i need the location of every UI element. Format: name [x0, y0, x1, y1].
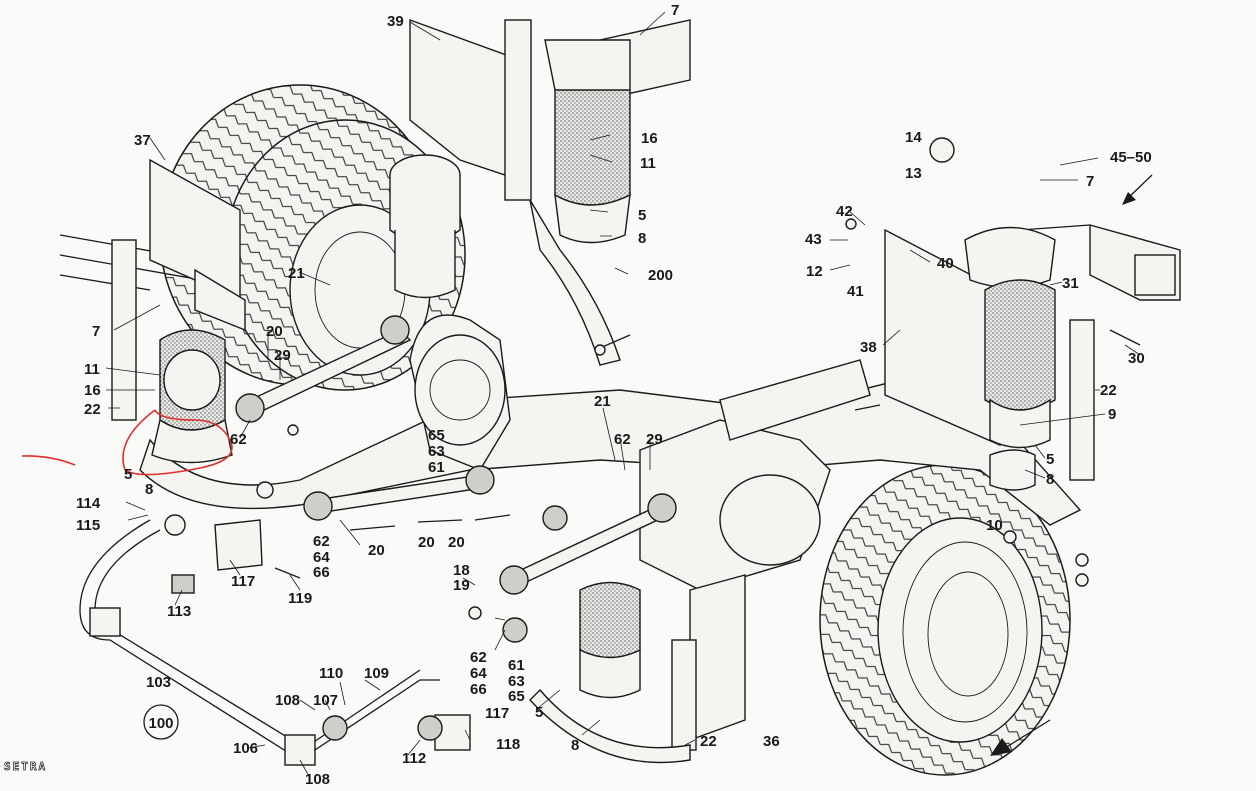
part-label: 61 [428, 459, 445, 476]
part-label: 5 [1046, 451, 1054, 468]
part-label: 22 [1100, 382, 1117, 399]
part-label: 20 [448, 534, 465, 551]
rear-right-air-spring [409, 19, 631, 366]
part-label: 41 [847, 283, 864, 300]
part-label: 43 [805, 231, 822, 248]
part-label: 16 [641, 130, 658, 147]
rear-left-air-spring [111, 158, 246, 464]
part-label: 64 [470, 665, 487, 682]
part-label: 21 [288, 265, 305, 282]
part-label: 115 [76, 517, 100, 534]
part-label: 63 [428, 443, 445, 460]
part-label: 62 [614, 431, 631, 448]
part-label: 114 [76, 495, 101, 512]
part-label: 11 [84, 361, 100, 378]
part-label: 65 [428, 427, 445, 444]
part-label: 11 [640, 155, 656, 172]
part-label: 39 [387, 13, 404, 30]
part-labels: 39 7 16 11 5 8 200 37 21 7 11 16 22 20 2… [76, 2, 1152, 788]
part-label: 118 [496, 736, 520, 753]
red-annotation [21, 409, 233, 476]
part-label: 20 [368, 542, 385, 559]
part-label: 38 [860, 339, 877, 356]
part-label: 16 [84, 382, 101, 399]
part-label: 107 [313, 692, 338, 709]
part-label: 21 [594, 393, 611, 410]
part-label: 30 [1128, 350, 1145, 367]
part-label: 64 [313, 549, 330, 566]
part-label: 19 [453, 577, 470, 594]
page-reference-number: 100 [148, 715, 173, 732]
hardware-fasteners [256, 137, 1141, 620]
brake-chamber [389, 154, 461, 299]
logo-text: SETRA [4, 760, 47, 773]
part-label: 42 [836, 203, 853, 220]
part-label: 7 [671, 2, 679, 19]
part-label: 109 [364, 665, 389, 682]
page-reference-badge: 100 [143, 704, 179, 740]
leader-lines [105, 11, 1141, 779]
part-label: 103 [146, 674, 171, 691]
part-label: 8 [1046, 471, 1054, 488]
part-label: 5 [638, 207, 646, 224]
part-label: 18 [453, 562, 470, 579]
part-label: 106 [233, 740, 258, 757]
part-label: 8 [145, 481, 153, 498]
part-label: 20 [418, 534, 435, 551]
axle-assembly [139, 314, 1082, 591]
part-label: 22 [700, 733, 717, 750]
front-left-air-spring [529, 574, 746, 764]
direction-arrows [990, 174, 1153, 756]
part-label: 66 [470, 681, 487, 698]
part-label: 22 [84, 401, 101, 418]
part-label: 9 [1108, 406, 1116, 423]
part-label: 117 [485, 705, 509, 722]
part-label: 62 [230, 431, 247, 448]
part-label: 40 [937, 255, 954, 272]
part-label: 200 [648, 267, 673, 284]
part-label: 66 [313, 564, 330, 581]
part-label: 63 [508, 673, 525, 690]
manufacturer-logo: SETRA [4, 760, 47, 774]
part-label: 112 [402, 750, 426, 767]
part-label: 108 [275, 692, 300, 709]
part-label: 12 [806, 263, 823, 280]
part-label: 110 [319, 665, 343, 682]
part-label: 36 [763, 733, 780, 750]
part-label: 119 [288, 590, 312, 607]
part-label: 5 [535, 704, 543, 721]
part-label: 65 [508, 688, 525, 705]
part-label: 7 [92, 323, 100, 340]
part-label: 37 [134, 132, 151, 149]
part-label: 5 [124, 466, 132, 483]
part-label: 7 [1086, 173, 1094, 190]
part-label: 113 [167, 603, 191, 620]
torque-rods [235, 315, 677, 643]
part-label: 62 [313, 533, 330, 550]
part-label: 8 [638, 230, 646, 247]
anti-roll-bar [79, 514, 471, 766]
front-right-air-spring [884, 226, 1095, 491]
part-label: 62 [470, 649, 487, 666]
part-label: 108 [305, 771, 330, 788]
part-label: 29 [646, 431, 663, 448]
part-label: 13 [905, 165, 922, 182]
part-label: 14 [905, 129, 922, 146]
part-label: 31 [1062, 275, 1079, 292]
part-label: 117 [231, 573, 255, 590]
part-label: 20 [266, 323, 283, 340]
part-label: 61 [508, 657, 525, 674]
part-label: 29 [274, 347, 291, 364]
part-label: 8 [571, 737, 579, 754]
part-label: 45–50 [1110, 149, 1152, 166]
part-label: 10 [986, 517, 1003, 534]
